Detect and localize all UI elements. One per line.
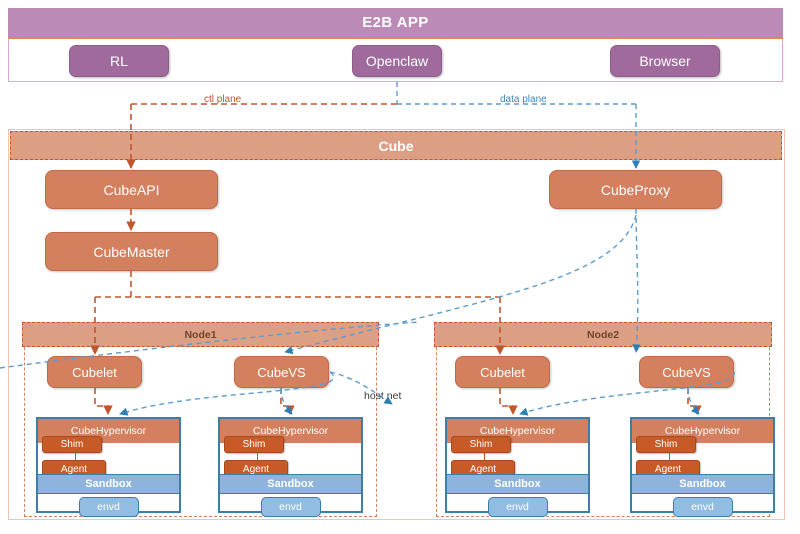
shim-stem bbox=[669, 450, 670, 461]
cube-hypervisor-header: CubeHypervisor bbox=[220, 419, 361, 443]
shim-pill: Shim bbox=[224, 436, 284, 453]
cube-master-box[interactable]: CubeMaster bbox=[45, 232, 218, 271]
cube-hypervisor-header: CubeHypervisor bbox=[38, 419, 179, 443]
sandbox-band: Sandbox bbox=[220, 474, 361, 494]
cube-proxy-box[interactable]: CubeProxy bbox=[549, 170, 722, 209]
node2-sandbox-stack-2: CubeHypervisor Shim Agent Sandbox envd bbox=[630, 417, 775, 517]
node2-title: Node2 bbox=[434, 322, 772, 347]
shim-pill: Shim bbox=[636, 436, 696, 453]
sandbox-band: Sandbox bbox=[632, 474, 773, 494]
node1-title: Node1 bbox=[22, 322, 379, 347]
data-plane-label: data plane bbox=[500, 94, 547, 105]
shim-pill: Shim bbox=[451, 436, 511, 453]
shim-stem bbox=[257, 450, 258, 461]
node1-cubelet-box[interactable]: Cubelet bbox=[47, 356, 142, 388]
shim-stem bbox=[75, 450, 76, 461]
node2-sandbox-stack-1: CubeHypervisor Shim Agent Sandbox envd bbox=[445, 417, 590, 517]
node2-cubevs-box[interactable]: CubeVS bbox=[639, 356, 734, 388]
envd-box: envd bbox=[487, 497, 548, 517]
sandbox-band: Sandbox bbox=[447, 474, 588, 494]
shim-pill: Shim bbox=[42, 436, 102, 453]
node1-cubevs-box[interactable]: CubeVS bbox=[234, 356, 329, 388]
envd-box: envd bbox=[260, 497, 321, 517]
node1-sandbox-stack-1: CubeHypervisor Shim Agent Sandbox envd bbox=[36, 417, 181, 517]
cube-api-box[interactable]: CubeAPI bbox=[45, 170, 218, 209]
node1-sandbox-stack-2: CubeHypervisor Shim Agent Sandbox envd bbox=[218, 417, 363, 517]
app-button-openclaw[interactable]: Openclaw bbox=[352, 45, 442, 77]
host-net-label: host net bbox=[364, 390, 402, 402]
sandbox-band: Sandbox bbox=[38, 474, 179, 494]
node2-cubelet-box[interactable]: Cubelet bbox=[455, 356, 550, 388]
envd-box: envd bbox=[78, 497, 139, 517]
e2b-app-title: E2B APP bbox=[8, 8, 783, 39]
shim-stem bbox=[484, 450, 485, 461]
app-button-rl[interactable]: RL bbox=[69, 45, 169, 77]
app-button-browser[interactable]: Browser bbox=[610, 45, 720, 77]
cube-title: Cube bbox=[10, 131, 782, 160]
ctl-plane-label: ctl plane bbox=[204, 94, 242, 105]
envd-box: envd bbox=[672, 497, 733, 517]
